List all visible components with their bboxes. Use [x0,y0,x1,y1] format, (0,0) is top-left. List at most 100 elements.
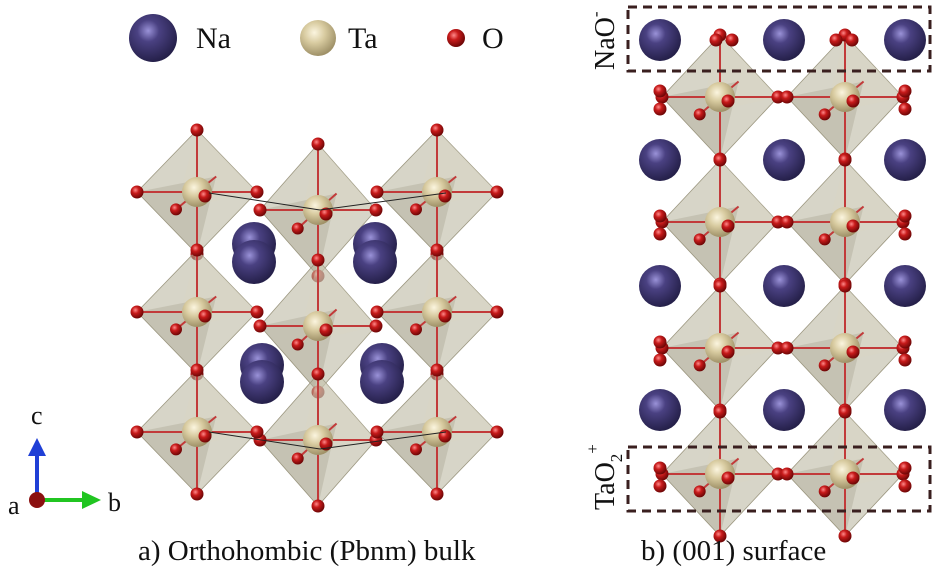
oxygen-atom [653,209,667,223]
oxygen-atom [410,323,422,336]
slab-octahedron [655,405,785,543]
sodium-atom [360,360,404,404]
oxygen-atom [846,94,860,108]
svg-text:TaO2+: TaO2+ [583,444,626,510]
legend-item-na: Na [129,14,231,62]
oxygen-atom [430,363,444,377]
oxygen-atom [170,203,182,216]
oxygen-atom [438,429,452,443]
oxygen-atom [898,227,912,241]
sodium-atom [884,19,926,61]
sodium-atom [884,139,926,181]
oxygen-atom [653,479,667,493]
sodium-atom [232,240,276,284]
oxygen-atom [838,279,852,293]
legend: Na Ta O [129,14,504,62]
oxygen-atom [198,429,212,443]
oxygen-atom [693,485,706,498]
oxygen-atom [490,185,504,199]
slab-octahedron [655,153,785,291]
slab-octahedron [655,279,785,417]
surface-caption: b) (001) surface [641,535,826,567]
oxygen-atom [725,33,739,47]
oxygen-atom [438,309,452,323]
oxygen-atom [370,305,384,319]
oxygen-atom [713,279,727,293]
slab-octahedron [780,153,910,291]
na-legend-label: Na [196,22,231,55]
oxygen-atom [370,425,384,439]
oxygen-atom [653,461,667,475]
oxygen-atom [780,467,794,481]
oxygen-atom [771,341,785,355]
oxygen-atom [721,345,735,359]
slab-octahedron [780,279,910,417]
oxygen-atom [713,529,727,543]
sodium-atom [884,265,926,307]
oxygen-atom [829,33,843,47]
nao-layer-label: NaO- [586,11,621,70]
legend-item-ta: Ta [300,20,378,56]
oxygen-atom [410,203,422,216]
oxygen-atom [170,443,182,456]
bulk-caption: a) Orthohombic (Pbnm) bulk [138,535,476,567]
ta-legend-label: Ta [348,22,378,55]
sodium-atom [639,19,681,61]
oxygen-atom [253,203,267,217]
oxygen-atom [291,338,304,351]
oxygen-atom [130,305,144,319]
oxygen-atom [198,309,212,323]
o-legend-label: O [482,22,504,55]
oxygen-atom [771,467,785,481]
oxygen-atom [838,405,852,419]
cell-edge [208,192,321,211]
oxygen-atom [898,84,912,98]
nao-layer-box [626,5,932,73]
sodium-atom [639,389,681,431]
oxygen-atom [311,253,325,267]
oxygen-atom [771,90,785,104]
oxygen-atom [253,319,267,333]
oxygen-atom [190,363,204,377]
sodium-atom [763,19,805,61]
oxygen-atom [898,461,912,475]
oxygen-atom [709,33,723,47]
oxygen-atom [838,529,852,543]
c-axis-label: c [31,401,43,430]
oxygen-atom [130,425,144,439]
oxygen-atom [370,185,384,199]
oxygen-atom [653,335,667,349]
back-octahedron [253,253,383,399]
oxygen-atom [430,487,444,501]
oxygen-atom [846,219,860,233]
oxygen-atom [369,319,383,333]
oxygen-atom [311,367,325,381]
surface-slab [639,19,926,543]
sodium-atom [884,389,926,431]
a-axis-dot [29,492,45,508]
oxygen-atom [311,137,325,151]
oxygen-atom [721,94,735,108]
sodium-atom [639,265,681,307]
oxygen-atom [190,243,204,257]
front-octahedron [370,123,504,261]
oxygen-atom [838,153,852,167]
oxygen-atom [319,207,333,221]
oxygen-atom [311,499,325,513]
oxygen-atom [130,185,144,199]
oxygen-atom [170,323,182,336]
oxygen-atom [438,189,452,203]
slab-octahedron [780,405,910,543]
oxygen-atom [780,215,794,229]
oxygen-atom [291,452,304,465]
cell-edge [319,192,447,211]
front-octahedron [370,363,504,501]
o-legend-sphere [447,29,465,47]
oxygen-atom [693,359,706,372]
oxygen-atom [846,471,860,485]
na-legend-sphere [129,14,177,62]
axis-indicator: c b a [8,401,121,520]
oxygen-atom [780,90,794,104]
c-axis-arrow [28,438,46,456]
